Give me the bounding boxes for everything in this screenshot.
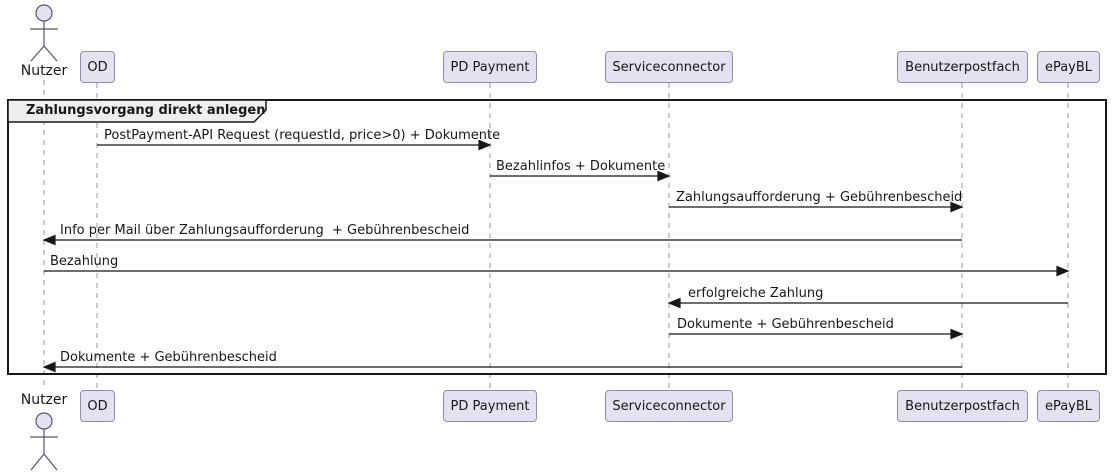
- message-arrows: [42, 139, 1070, 373]
- participant-od-top: OD: [80, 51, 115, 83]
- frame-border: [7, 99, 1107, 375]
- message-7-arrowhead: [950, 328, 964, 340]
- message-7-label: Dokumente + Gebührenbescheid: [677, 317, 894, 332]
- message-5-label: Bezahlung: [50, 254, 119, 269]
- actor-head: [35, 412, 53, 430]
- message-4-arrowhead: [42, 234, 56, 246]
- participant-benutzerpostfach-bottom: Benutzerpostfach: [897, 390, 1028, 422]
- frame-title-tab: [7, 99, 267, 123]
- message-2-arrowhead: [657, 170, 671, 182]
- participant-pd-payment-bottom: PD Payment: [443, 390, 537, 422]
- message-5-arrowhead: [1056, 265, 1070, 277]
- message-1-label: PostPayment-API Request (requestId, pric…: [104, 128, 501, 143]
- participant-serviceconnector-bottom: Serviceconnector: [605, 390, 733, 422]
- actor-label-nutzer-bottom: Nutzer: [20, 392, 68, 408]
- message-2-label: Bezahlinfos + Dokumente: [496, 159, 666, 174]
- message-6-arrowhead: [667, 297, 681, 309]
- actor-figure-bottom: [30, 412, 58, 471]
- message-8-arrowhead: [42, 361, 56, 373]
- actor-label-nutzer-top: Nutzer: [20, 63, 68, 79]
- participant-pd-payment-top: PD Payment: [443, 51, 537, 83]
- participant-epaybl-top: ePayBL: [1037, 51, 1100, 83]
- message-6-label: erfolgreiche Zahlung: [688, 286, 824, 301]
- participant-epaybl-bottom: ePayBL: [1037, 390, 1100, 422]
- message-3-label: Zahlungsaufforderung + Gebührenbescheid: [676, 190, 963, 205]
- frame-title: Zahlungsvorgang direkt anlegen: [26, 103, 266, 118]
- frame-zahlungsvorgang: [7, 99, 1107, 375]
- participant-od-bottom: OD: [80, 390, 115, 422]
- participant-serviceconnector-top: Serviceconnector: [605, 51, 733, 83]
- actor-figure-top: [30, 4, 58, 62]
- lifelines: [43, 80, 1069, 390]
- message-4-label: Info per Mail über Zahlungsaufforderung …: [60, 223, 470, 238]
- actor-head: [35, 4, 53, 22]
- message-8-label: Dokumente + Gebührenbescheid: [60, 350, 277, 365]
- participant-benutzerpostfach-top: Benutzerpostfach: [897, 51, 1028, 83]
- message-3-arrowhead: [950, 201, 964, 213]
- message-1-arrowhead: [478, 139, 492, 151]
